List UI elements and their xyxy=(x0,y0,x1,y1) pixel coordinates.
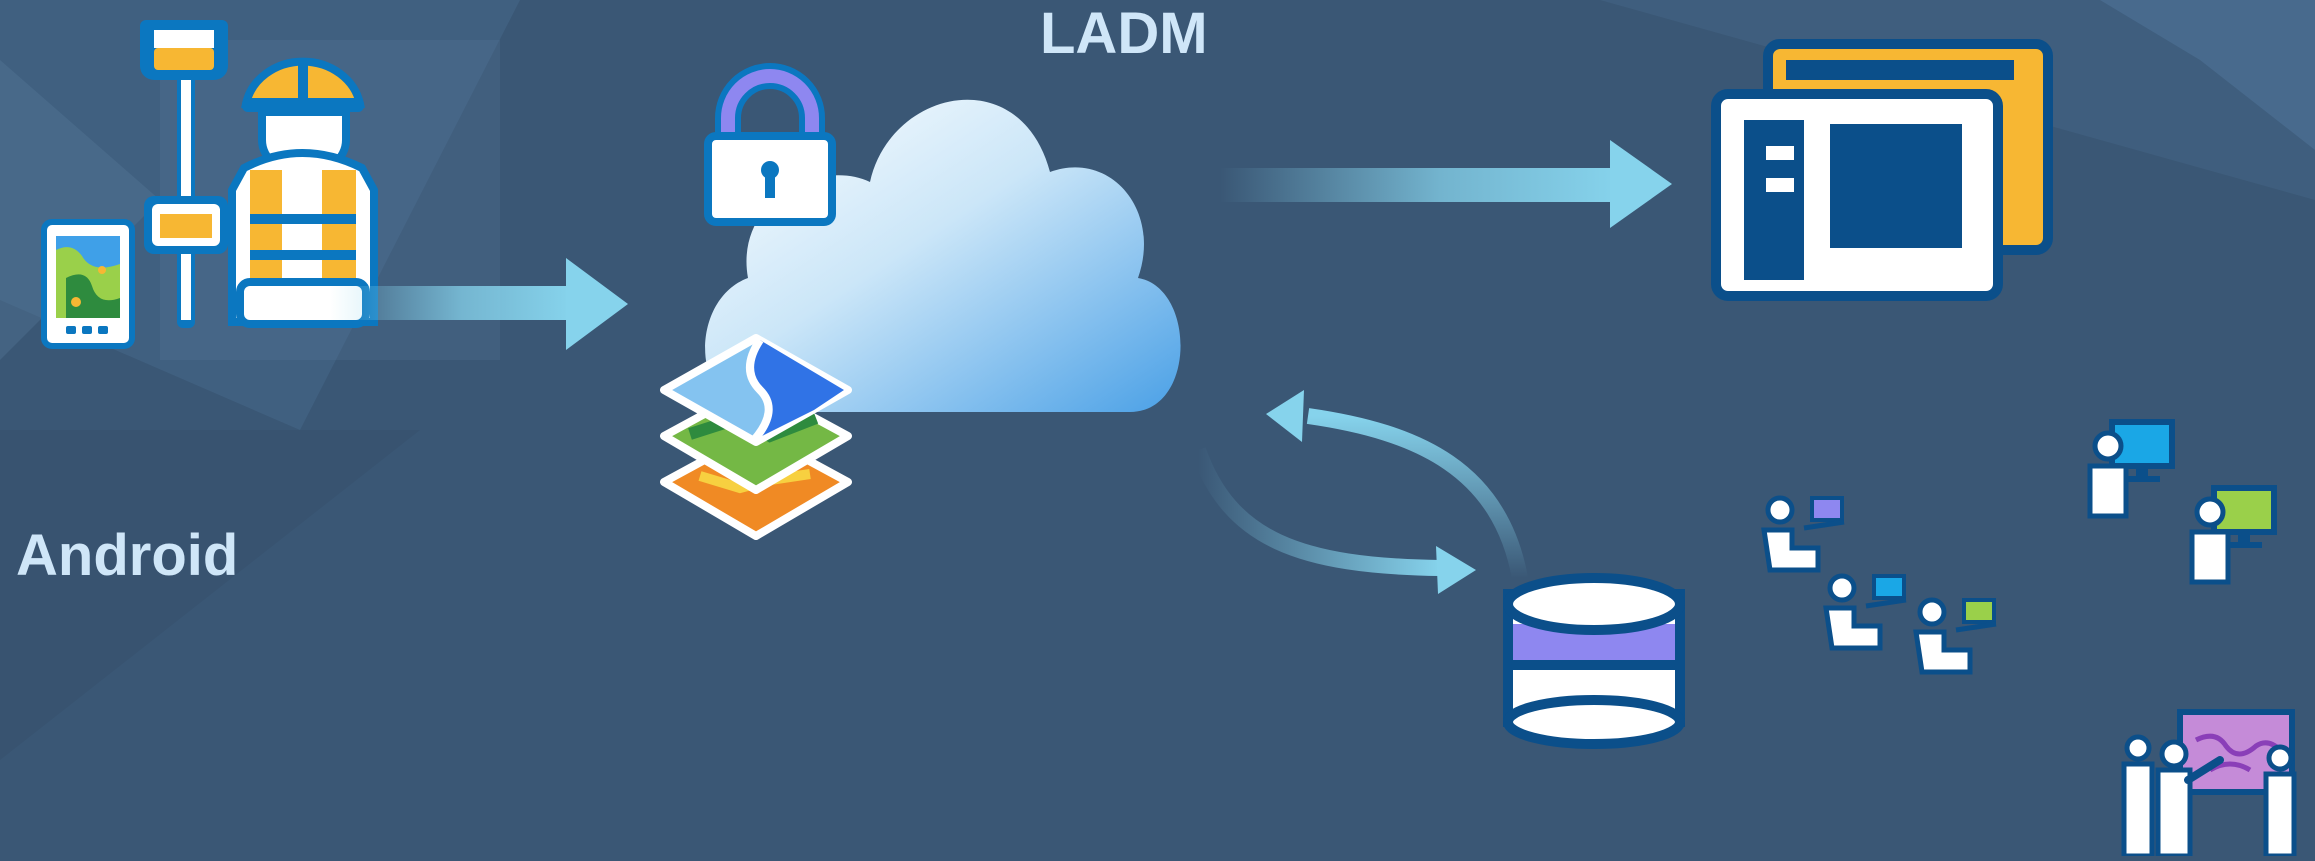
arrow-to-app-window xyxy=(1220,140,1672,228)
arrow-to-cloud xyxy=(330,258,628,350)
map-tablet-icon xyxy=(41,219,135,349)
padlock-icon xyxy=(704,63,836,226)
sync-arrows xyxy=(1190,390,1528,594)
diagram-title: LADM xyxy=(1040,1,1208,66)
team-presentation-icon xyxy=(2121,709,2297,859)
application-window-icon xyxy=(1711,39,2053,301)
database-icon xyxy=(1503,573,1685,749)
android-platform-label: Android xyxy=(16,523,239,588)
desktop-users-icon xyxy=(2087,419,2277,585)
stacked-map-layers-icon xyxy=(660,334,852,540)
office-users-at-laptops-icon xyxy=(1761,495,1997,675)
